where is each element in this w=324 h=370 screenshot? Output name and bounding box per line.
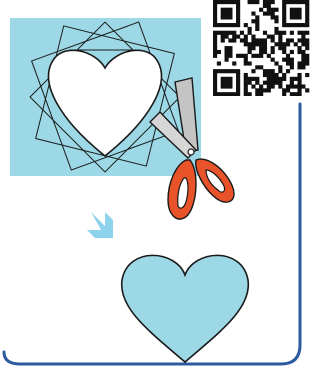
heart-icon [122, 255, 249, 362]
qr-code[interactable] [213, 0, 311, 96]
diagonal-arrow-icon [87, 212, 113, 238]
